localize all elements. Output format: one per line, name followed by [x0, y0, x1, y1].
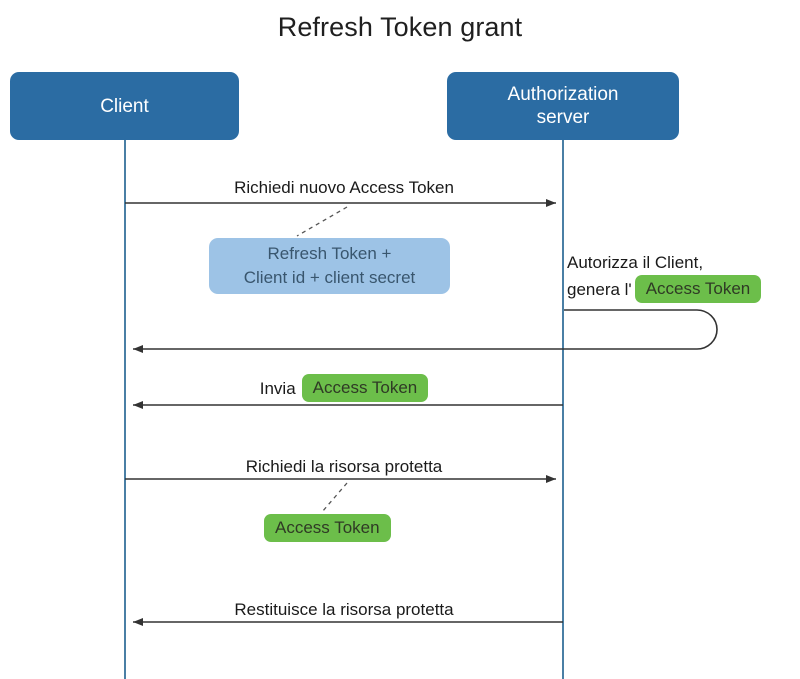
self-call-label: Autorizza il Client, genera l' Access To…	[567, 250, 762, 303]
message-label-4: Restituisce la risorsa protetta	[234, 600, 454, 619]
access-token-chip-selfcall[interactable]: Access Token	[634, 275, 762, 303]
participant-authorization-server[interactable]: Authorization server	[447, 72, 679, 140]
participant-client[interactable]: Client	[10, 72, 239, 140]
access-token-chip-note[interactable]: Access Token	[264, 514, 391, 542]
message-label-2-prefix: Invia	[259, 378, 296, 398]
note-credentials-line-2: Client id + client secret	[243, 268, 416, 287]
note-credentials-line-1: Refresh Token +	[267, 244, 392, 263]
access-token-chip-message-2[interactable]: Access Token	[301, 374, 429, 402]
message-label-1: Richiedi nuovo Access Token	[234, 178, 454, 197]
note-connector-credentials	[296, 206, 348, 237]
message-label-2: Invia Access Token	[125, 374, 563, 402]
self-call-label-line-2: genera l' Access Token	[567, 275, 762, 303]
participant-authorization-server-label: Authorization server	[507, 84, 619, 128]
page-title: Refresh Token grant	[277, 12, 523, 42]
note-credentials[interactable]: Refresh Token + Client id + client secre…	[209, 238, 450, 294]
self-call-loop	[133, 309, 718, 353]
message-label-3: Richiedi la risorsa protetta	[245, 457, 443, 476]
self-call-label-line-1: Autorizza il Client,	[567, 253, 704, 272]
participant-client-label: Client	[100, 95, 149, 117]
self-call-label-prefix: genera l'	[567, 279, 632, 299]
note-connector-access-token	[321, 482, 348, 513]
